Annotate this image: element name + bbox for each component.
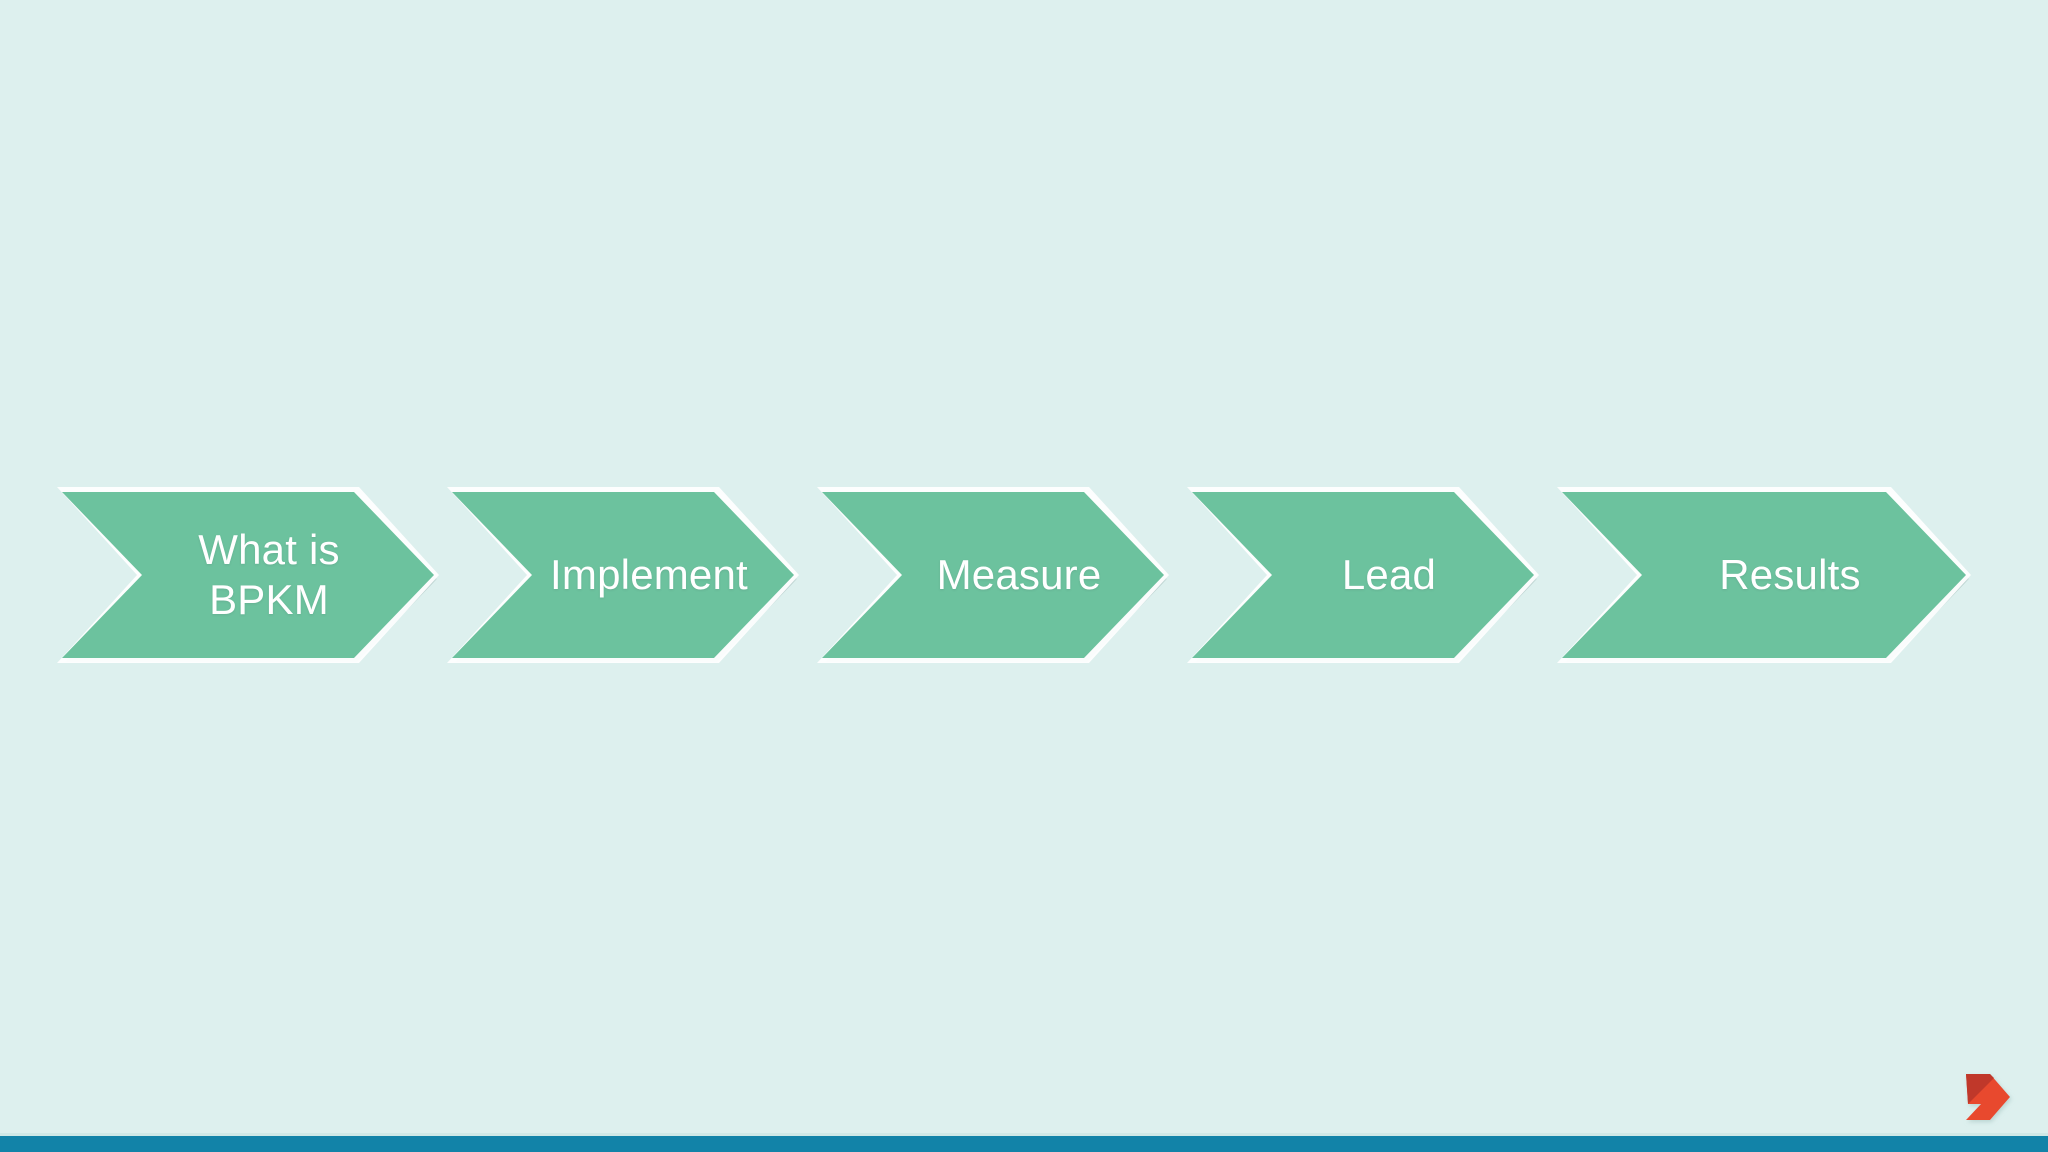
process-step-2-label: Implement bbox=[550, 551, 748, 599]
red-chevron-logo-icon bbox=[1966, 1074, 2010, 1120]
footer-bar-highlight bbox=[0, 1133, 2048, 1136]
process-step-1[interactable]: What is BPKM bbox=[62, 492, 434, 658]
process-step-3-label: Measure bbox=[936, 551, 1102, 599]
red-chevron-logo bbox=[1948, 1066, 2028, 1128]
process-step-4[interactable]: Lead bbox=[1192, 492, 1534, 658]
process-step-3[interactable]: Measure bbox=[822, 492, 1164, 658]
process-chevron-band: What is BPKM Implement Measure Lead bbox=[0, 492, 2048, 658]
process-step-2[interactable]: Implement bbox=[452, 492, 794, 658]
process-step-4-label: Lead bbox=[1341, 551, 1437, 599]
footer-accent-bar bbox=[0, 1136, 2048, 1152]
process-step-5-label: Results bbox=[1719, 551, 1861, 599]
process-step-5[interactable]: Results bbox=[1562, 492, 1966, 658]
process-step-1-label: What is BPKM bbox=[198, 526, 340, 623]
logo-chevron-highlight bbox=[1966, 1074, 1994, 1104]
